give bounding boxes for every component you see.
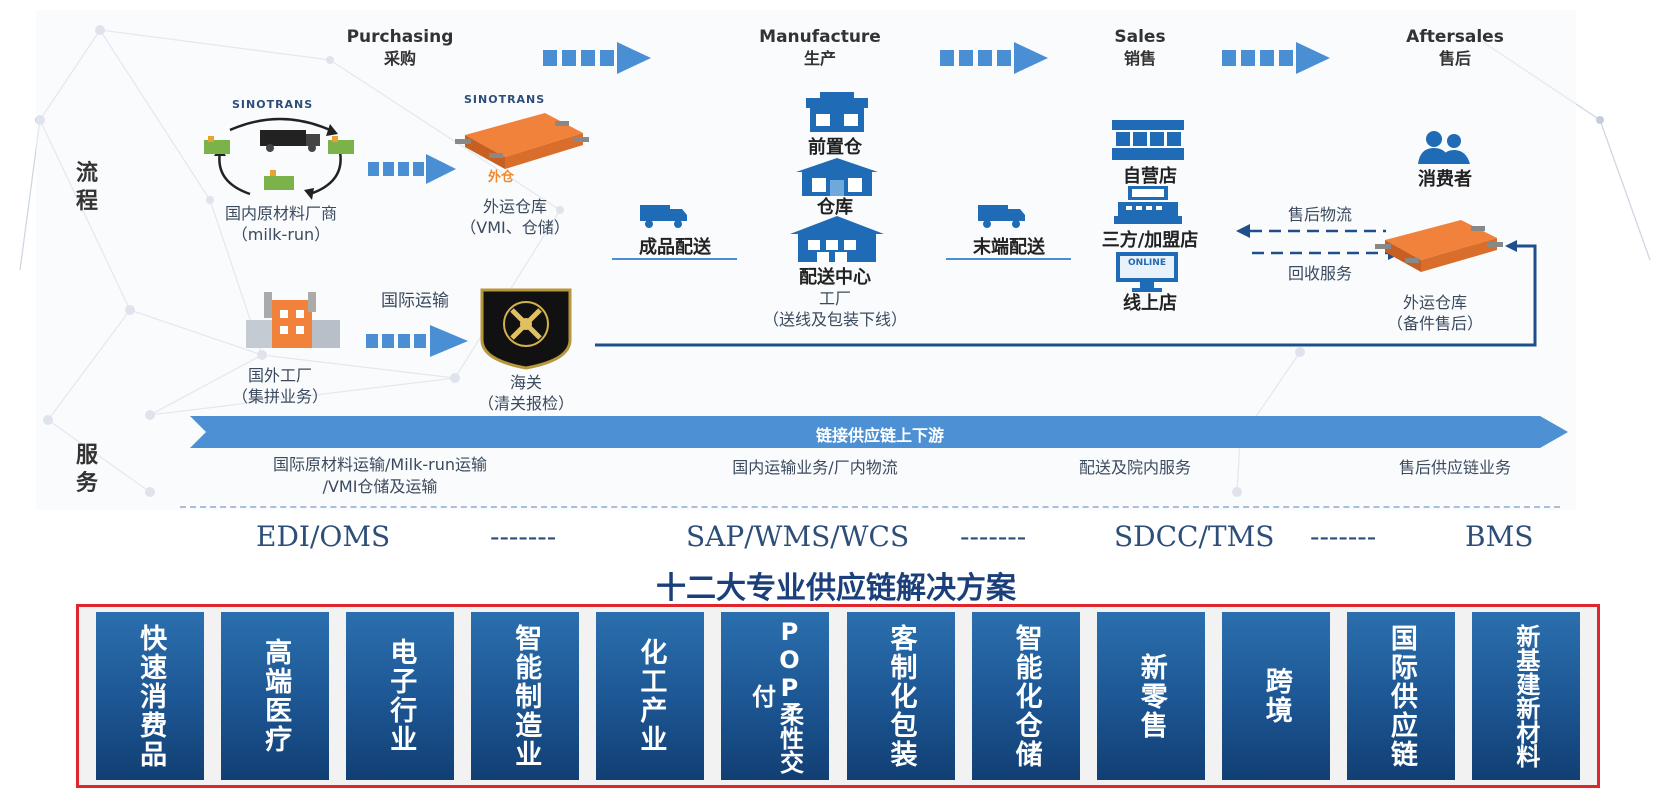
solution-label: 高端医疗 [260, 638, 292, 754]
supplier-to-warehouse-arrow [368, 154, 456, 184]
finished-delivery-label: 成品配送 [639, 237, 711, 258]
aftersales-warehouse-caption: 外运仓库（备件售后） [1386, 293, 1483, 333]
own-store-icon [1112, 120, 1184, 160]
front-warehouse-icon [806, 92, 868, 132]
ext-warehouse-logo: SINOTRANS [464, 93, 546, 106]
online-store-monitor-icon [1116, 252, 1178, 292]
solution-box-11: 国际供应链 [1346, 612, 1455, 780]
intl-transport-arrow [366, 325, 468, 357]
consumer-icon [1418, 131, 1470, 164]
solution-label: 智能制造业 [510, 623, 542, 769]
stage-arrow-3 [1222, 42, 1330, 74]
last-mile-underline [946, 258, 1071, 260]
solution-box-2: 高端医疗 [221, 612, 330, 780]
cash-register-icon [1114, 186, 1182, 224]
solution-label: 跨境 [1260, 667, 1292, 725]
recycling-label: 回收服务 [1287, 264, 1352, 283]
system-sdcc-tms: SDCC/TMS [1114, 520, 1275, 553]
solution-label: 国际供应链 [1385, 623, 1417, 769]
solution-label: 客制化包装 [885, 623, 917, 769]
distribution-center-label: 配送中心 [799, 267, 871, 288]
distribution-center-icon [790, 216, 884, 262]
solution-box-8: 智能化仓储 [971, 612, 1080, 780]
solution-box-12: 新基建新材料 [1471, 612, 1580, 780]
solution-box-5: 化工产业 [596, 612, 705, 780]
franchise-store-label: 三方/加盟店 [1101, 230, 1199, 251]
front-warehouse-label: 前置仓 [808, 137, 862, 158]
warehouse-icon [796, 158, 878, 196]
system-separator-3: ------- [1310, 520, 1377, 553]
solution-box-3: 电子行业 [346, 612, 455, 780]
service-item-1: 国际原材料运输/Milk-run运输/VMI仓储及运输 [273, 455, 487, 496]
solution-box-4: 智能制造业 [471, 612, 580, 780]
solution-label: 智能化仓储 [1010, 623, 1042, 769]
solution-box-10: 跨境 [1221, 612, 1330, 780]
solution-label: 化工产业 [635, 638, 667, 754]
aftersales-logistics-arrow [1236, 224, 1386, 238]
service-item-2: 国内运输业务/厂内物流 [732, 458, 898, 477]
foreign-factory-caption: 国外工厂（集拼业务） [231, 366, 328, 406]
customs-caption: 海关（清关报检） [477, 373, 574, 413]
warehouse-label: 仓库 [817, 197, 853, 218]
service-item-3: 配送及院内服务 [1078, 458, 1191, 477]
ext-warehouse-caption: 外运仓库（VMI、仓储） [460, 197, 570, 237]
stage-arrow-2 [940, 42, 1048, 74]
online-store-label: 线上店 [1123, 293, 1177, 314]
process-label: 流程 [75, 161, 98, 214]
milk-run-cycle-icon [204, 117, 354, 200]
domestic-supplier-logo: SINOTRANS [232, 98, 314, 111]
aftersales-warehouse-icon [1375, 220, 1503, 272]
customs-emblem-icon [480, 288, 572, 370]
online-badge: ONLINE [1128, 258, 1166, 268]
finished-delivery-underline [612, 258, 737, 260]
service-label: 服务 [75, 443, 98, 496]
system-sap-wms-wcs: SAP/WMS/WCS [686, 520, 910, 553]
solution-label: 新零售 [1135, 652, 1167, 740]
factory-icon [246, 292, 340, 348]
system-separator-2: ------- [960, 520, 1027, 553]
intl-transport-label: 国际运输 [381, 291, 449, 311]
consumer-label: 消费者 [1418, 169, 1472, 190]
last-mile-truck-icon [978, 205, 1025, 228]
customs-to-aftersales-line [595, 240, 1537, 347]
ext-warehouse-icon [455, 113, 589, 169]
system-separator-1: ------- [490, 520, 557, 553]
service-band-arrow [190, 416, 1568, 448]
stage-arrow-1 [543, 42, 651, 74]
ext-warehouse-tag: 外仓 [488, 170, 515, 185]
solution-box-1: 快速消费品 [96, 612, 205, 780]
solution-label: 电子行业 [385, 638, 417, 754]
solution-label: POP柔性交付 [747, 618, 804, 774]
service-band-label: 链接供应链上下游 [815, 426, 944, 445]
service-item-4: 售后供应链业务 [1398, 458, 1511, 477]
aftersales-logistics-label: 售后物流 [1287, 205, 1352, 224]
factory-caption: 工厂（送线及包装下线） [762, 289, 907, 329]
solution-box-9: 新零售 [1096, 612, 1205, 780]
system-bms: BMS [1465, 520, 1534, 553]
solution-label: 快速消费品 [135, 623, 167, 769]
truck-icon [640, 205, 687, 228]
solutions-frame: 快速消费品 高端医疗 电子行业 智能制造业 化工产业 POP柔性交付 客制化包装 智能化仓储 新… [76, 604, 1600, 788]
solution-box-6: POP柔性交付 [721, 612, 830, 780]
dashed-divider [180, 506, 1560, 508]
solution-label: 新基建新材料 [1511, 624, 1540, 768]
last-mile-label: 末端配送 [973, 237, 1045, 258]
solution-box-7: 客制化包装 [846, 612, 955, 780]
solutions-title: 十二大专业供应链解决方案 [656, 571, 1016, 606]
domestic-supplier-caption: 国内原材料厂商（milk-run） [224, 204, 337, 244]
own-store-label: 自营店 [1123, 166, 1177, 187]
system-edi-oms: EDI/OMS [256, 520, 391, 553]
